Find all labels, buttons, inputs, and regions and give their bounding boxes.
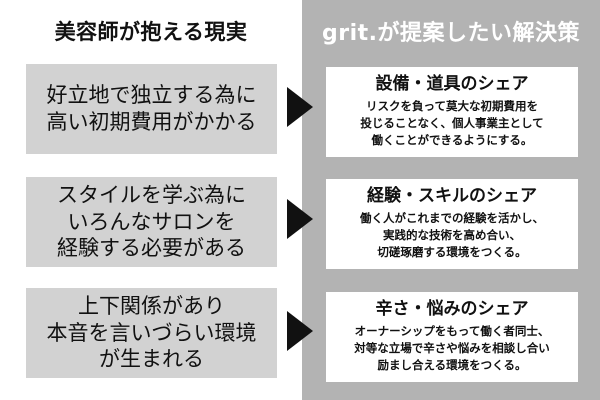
problem-box-2: スタイルを学ぶ為に いろんなサロンを 経験する必要がある: [26, 177, 277, 267]
solution-line: 切磋琢磨する環境をつくる。: [377, 245, 527, 259]
arrow-right-icon: [287, 311, 313, 351]
reality-header: 美容師が抱える現実: [54, 20, 248, 44]
problem-line: 上下関係があり: [78, 293, 225, 318]
problem-line: 好立地で独立する為に: [46, 83, 257, 108]
problem-box-1: 好立地で独立する為に 高い初期費用がかかる: [26, 64, 277, 154]
problem-line: 高い初期費用がかかる: [46, 110, 257, 134]
solution-line: 働く人がこれまでの経験を活かし、: [360, 211, 544, 225]
solution-box-2: 経験・スキルのシェア 働く人がこれまでの経験を活かし、 実践的な技術を高め合い、…: [326, 179, 578, 269]
problem-line: いろんなサロンを: [67, 209, 236, 234]
solution-title: 辛さ・悩みのシェア: [375, 299, 529, 319]
solution-line: 実践的な技術を高め合い、: [383, 228, 521, 242]
problem-line: 経験する必要がある: [57, 236, 246, 261]
problem-line: 本音を言いづらい環境: [46, 320, 257, 345]
solution-title: 経験・スキルのシェア: [367, 186, 537, 206]
arrow-right-icon: [287, 199, 313, 239]
solution-line: リスクを負って莫大な初期費用を: [366, 99, 538, 113]
arrow-right-icon: [287, 87, 313, 127]
solution-box-1: 設備・道具のシェア リスクを負って莫大な初期費用を 投じることなく、個人事業主と…: [326, 67, 578, 157]
solution-line: オーナーシップをもって働く者同士、: [354, 324, 550, 338]
solution-box-3: 辛さ・悩みのシェア オーナーシップをもって働く者同士、 対等な立場で辛さや悩みを…: [326, 292, 578, 382]
solution-title: 設備・道具のシェア: [375, 74, 529, 94]
solution-line: 対等な立場で辛さや悩みを相談し合い: [354, 341, 550, 355]
solution-line: 投じることなく、個人事業主として: [360, 116, 544, 130]
solution-line: 励まし合える環境をつくる。: [377, 358, 527, 372]
problem-line: スタイルを学ぶ為に: [57, 182, 246, 207]
problem-line: が生まれる: [99, 347, 204, 372]
solution-line: 働くことができるようにする。: [371, 133, 533, 147]
solutions-header: grit.が提案したい解決策: [321, 21, 580, 46]
problem-box-3: 上下関係があり 本音を言いづらい環境 が生まれる: [26, 288, 277, 378]
